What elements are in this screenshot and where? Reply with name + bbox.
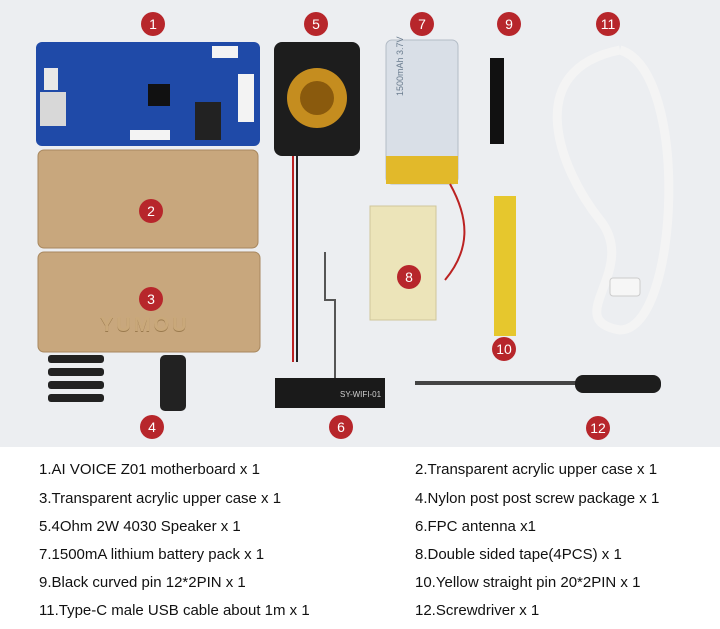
usb-cable — [552, 45, 674, 335]
parts-list-item: 8.Double sided tape(4PCS) x 1 — [415, 546, 622, 563]
label-badge-11: 11 — [596, 12, 620, 36]
label-badge-9: 9 — [497, 12, 521, 36]
yellow-pin-header — [494, 196, 516, 336]
antenna-print: SY-WIFI-01 — [340, 390, 382, 399]
parts-list-item: 2.Transparent acrylic upper case x 1 — [415, 461, 658, 478]
label-badge-4: 4 — [140, 415, 164, 439]
case-engraving: YUMOU — [100, 314, 190, 336]
parts-list-item: 3.Transparent acrylic upper case x 1 — [39, 490, 282, 507]
black-pin-header — [490, 58, 504, 144]
double-sided-tape — [369, 205, 437, 321]
parts-list-item: 11.Type-C male USB cable about 1m x 1 — [39, 602, 310, 619]
fpc-antenna — [275, 378, 385, 408]
label-badge-7: 7 — [410, 12, 434, 36]
label-badge-5: 5 — [304, 12, 328, 36]
label-badge-10: 10 — [492, 337, 516, 361]
parts-list-item: 12.Screwdriver x 1 — [415, 602, 540, 619]
nylon-posts — [48, 355, 186, 411]
product-photo: YUMOU 1500mAh 3.7V SY-WIFI-01 1 2 3 4 5 … — [0, 0, 720, 447]
battery-print: 1500mAh 3.7V — [395, 36, 405, 96]
label-badge-12: 12 — [586, 416, 610, 440]
label-badge-3: 3 — [139, 287, 163, 311]
parts-list-item: 9.Black curved pin 12*2PIN x 1 — [39, 574, 246, 591]
parts-list-item: 5.4Ohm 2W 4030 Speaker x 1 — [39, 518, 241, 535]
parts-list-item: 7.1500mA lithium battery pack x 1 — [39, 546, 265, 563]
screwdriver-handle — [575, 375, 661, 393]
label-badge-6: 6 — [329, 415, 353, 439]
label-badge-1: 1 — [141, 12, 165, 36]
product-illustration — [36, 39, 674, 411]
parts-list-item: 10.Yellow straight pin 20*2PIN x 1 — [415, 574, 641, 591]
parts-list-item: 4.Nylon post post screw package x 1 — [415, 490, 660, 507]
label-badge-8: 8 — [397, 265, 421, 289]
parts-list-item: 6.FPC antenna x1 — [415, 518, 536, 535]
parts-list-item: 1.AI VOICE Z01 motherboard x 1 — [39, 461, 260, 478]
label-badge-2: 2 — [139, 199, 163, 223]
parts-list: 1.AI VOICE Z01 motherboard x 1 2.Transpa… — [0, 447, 720, 629]
